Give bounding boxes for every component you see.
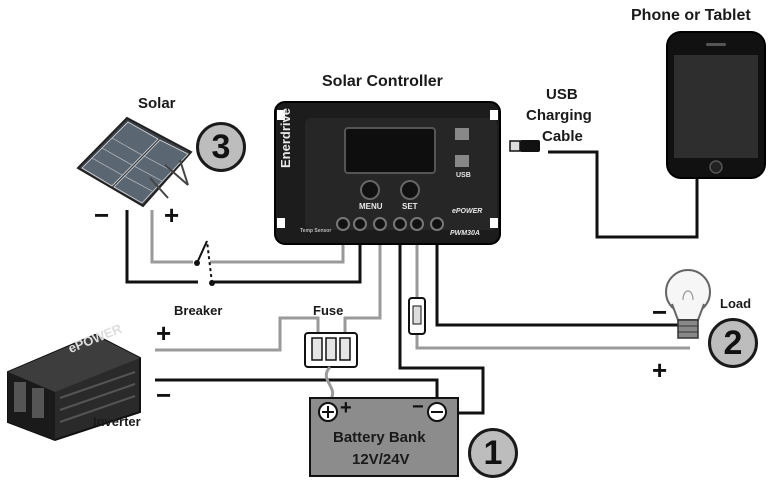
inverter bbox=[7, 333, 141, 442]
usb-cable-label-line2: Charging bbox=[526, 107, 592, 124]
load-negative-sign: − bbox=[652, 297, 668, 327]
load-label: Load bbox=[720, 296, 752, 311]
phone bbox=[666, 31, 766, 179]
usb-plug bbox=[509, 140, 540, 152]
controller-model: PWM30A bbox=[450, 230, 480, 237]
battery-bank bbox=[309, 397, 459, 477]
solar-controller bbox=[274, 101, 501, 245]
battery-label-line1: Battery Bank bbox=[333, 429, 426, 446]
step-number-3: 3 bbox=[196, 122, 246, 172]
solar-negative-sign: − bbox=[94, 200, 110, 230]
load-positive-sign: + bbox=[652, 355, 668, 385]
battery-negative-sign: − bbox=[412, 396, 424, 418]
menu-button-label: MENU bbox=[359, 202, 383, 211]
breaker-label: Breaker bbox=[174, 303, 223, 318]
battery-label-line2: 12V/24V bbox=[352, 451, 410, 468]
inverter-negative-sign: − bbox=[156, 380, 172, 410]
usb-cable-label-line1: USB bbox=[546, 86, 578, 103]
solar-panel bbox=[76, 116, 193, 208]
set-button-label: SET bbox=[402, 202, 418, 211]
usb-cable-label-line3: Cable bbox=[542, 128, 583, 145]
phone-label: Phone or Tablet bbox=[631, 7, 751, 24]
temp-sensor-label: Temp Sensor bbox=[300, 228, 332, 234]
step-number-1: 1 bbox=[468, 428, 518, 478]
breaker-positive-sign: + bbox=[156, 318, 172, 348]
step-number-2: 2 bbox=[708, 318, 758, 368]
controller-label: Solar Controller bbox=[322, 73, 443, 90]
usb-port-label: USB bbox=[456, 172, 471, 179]
controller-brand: Enerdrive bbox=[278, 108, 293, 168]
light-bulb bbox=[665, 269, 711, 339]
fuse-block bbox=[304, 332, 358, 401]
load-inline-fuse bbox=[408, 297, 426, 335]
inverter-label: Inverter bbox=[93, 414, 141, 429]
controller-epower: ePOWER bbox=[452, 208, 483, 215]
black-wires bbox=[125, 144, 699, 415]
solar-label: Solar bbox=[138, 95, 176, 112]
fuse-label: Fuse bbox=[313, 303, 344, 318]
breaker-switch bbox=[194, 240, 215, 286]
battery-positive-sign: + bbox=[340, 397, 352, 419]
solar-positive-sign: + bbox=[164, 200, 180, 230]
